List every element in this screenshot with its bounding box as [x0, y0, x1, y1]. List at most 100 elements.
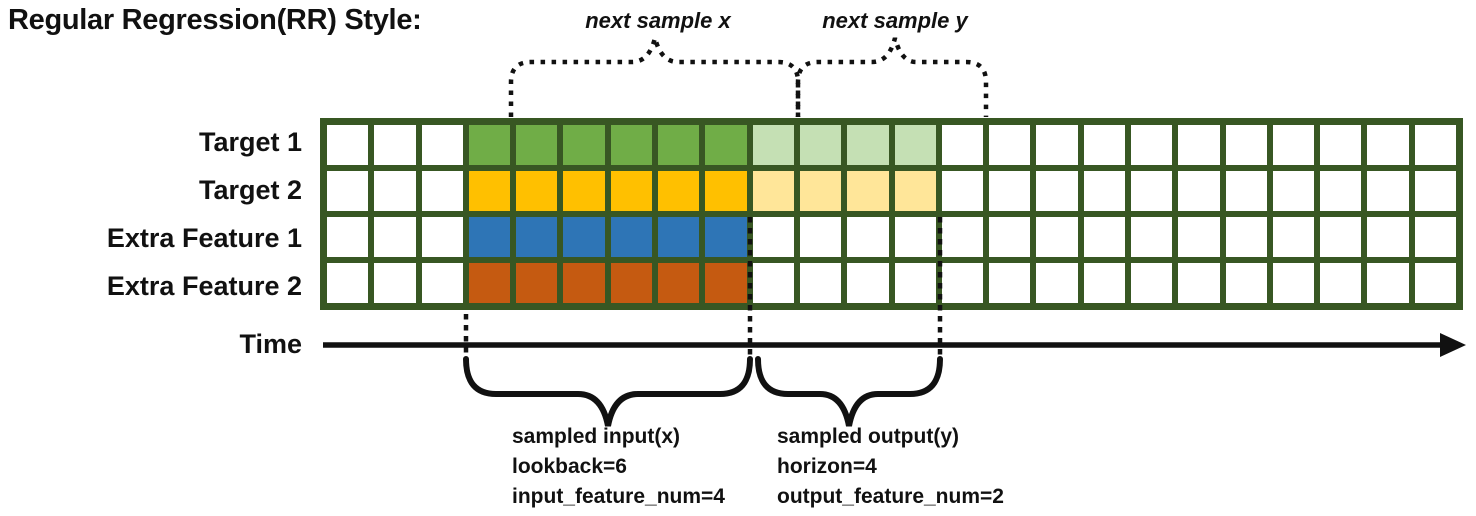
grid-cell [1367, 125, 1409, 165]
sampled-input-brace [463, 356, 753, 427]
grid-cell [1178, 263, 1220, 303]
sampled-input-annotation: sampled input(x) lookback=6 input_featur… [512, 422, 725, 512]
grid-cell [658, 217, 700, 257]
grid-cell [610, 263, 653, 303]
grid-cell [563, 125, 605, 165]
lookback-value: lookback=6 [512, 455, 627, 478]
next-sample-x-label: next sample x [585, 8, 731, 33]
row-label: Extra Feature 1 [106, 222, 302, 253]
grid-cell [989, 171, 1031, 211]
grid-cell [1083, 125, 1125, 165]
grid-cell [1272, 171, 1315, 211]
input-feature-num-value: input_feature_num=4 [512, 485, 725, 508]
grid-cell [1414, 217, 1456, 257]
grid-cell [941, 171, 984, 211]
grid-cell [1320, 125, 1362, 165]
grid-cell [468, 263, 511, 303]
grid-cell [1320, 171, 1362, 211]
grid-cell [1036, 171, 1078, 211]
grid-cell [1130, 171, 1173, 211]
grid-cell [327, 263, 369, 303]
grid-cell [799, 171, 842, 211]
grid-cell [894, 125, 936, 165]
grid-cell [894, 217, 936, 257]
grid-cell [989, 217, 1031, 257]
grid-cell [374, 217, 416, 257]
grid-cell [847, 217, 889, 257]
grid-cell [941, 263, 984, 303]
grid-cell [705, 217, 747, 257]
grid-cell [705, 125, 747, 165]
grid-cell [941, 125, 984, 165]
sampled-input-title: sampled input(x) [512, 425, 681, 448]
grid-cell [1083, 171, 1125, 211]
grid-cell [1225, 171, 1267, 211]
next-sample-x-brace [508, 37, 801, 117]
grid-cell [1178, 171, 1220, 211]
next-sample-y-brace [795, 37, 989, 117]
grid-cell [1414, 171, 1456, 211]
grid-row [327, 125, 1456, 165]
grid-cell [1414, 263, 1456, 303]
grid-cell [752, 263, 794, 303]
grid-cell [610, 125, 653, 165]
grid-cell [1272, 263, 1315, 303]
grid-cell [1130, 125, 1173, 165]
horizon-value: horizon=4 [777, 455, 877, 478]
grid-cell [894, 263, 936, 303]
grid-cell [1036, 217, 1078, 257]
grid-row [327, 263, 1456, 303]
grid-row [327, 217, 1456, 257]
grid-cell [799, 263, 842, 303]
grid-cell [1320, 217, 1362, 257]
grid-cell [468, 171, 511, 211]
grid-cell [1225, 263, 1267, 303]
grid-cell [468, 125, 511, 165]
grid-cell [752, 217, 794, 257]
grid-cell [1272, 125, 1315, 165]
grid-cell [941, 217, 984, 257]
grid-cell [1178, 217, 1220, 257]
grid-cell [421, 217, 463, 257]
time-series-grid [320, 118, 1463, 310]
grid-cell [468, 217, 511, 257]
grid-cell [705, 171, 747, 211]
grid-cell [1036, 125, 1078, 165]
grid-cell [847, 263, 889, 303]
grid-cell [847, 125, 889, 165]
grid-cell [327, 171, 369, 211]
grid-cell [1225, 217, 1267, 257]
time-axis-arrowhead [1440, 333, 1466, 357]
grid-cell [374, 125, 416, 165]
grid-cell [894, 171, 936, 211]
grid-cell [799, 217, 842, 257]
grid-cell [563, 263, 605, 303]
grid-cell [563, 217, 605, 257]
grid-cell [516, 217, 558, 257]
grid-cell [1083, 263, 1125, 303]
grid-cell [516, 171, 558, 211]
grid-cell [752, 171, 794, 211]
grid-cell [374, 263, 416, 303]
grid-cell [1130, 263, 1173, 303]
grid-cell [989, 263, 1031, 303]
grid-cell [658, 171, 700, 211]
row-label: Extra Feature 2 [106, 270, 302, 301]
row-label: Target 1 [198, 126, 302, 157]
time-axis-label: Time [239, 329, 302, 359]
grid-cell [799, 125, 842, 165]
grid-cell [1225, 125, 1267, 165]
grid-cell [847, 171, 889, 211]
grid-cell [1367, 263, 1409, 303]
grid-cell [1414, 125, 1456, 165]
grid-cell [421, 125, 463, 165]
grid-cell [421, 171, 463, 211]
grid-cell [989, 125, 1031, 165]
diagram-title: Regular Regression(RR) Style: [8, 4, 422, 36]
grid-cell [1367, 217, 1409, 257]
sampled-output-annotation: sampled output(y) horizon=4 output_featu… [777, 422, 1004, 512]
grid-cell [658, 125, 700, 165]
grid-cell [516, 125, 558, 165]
